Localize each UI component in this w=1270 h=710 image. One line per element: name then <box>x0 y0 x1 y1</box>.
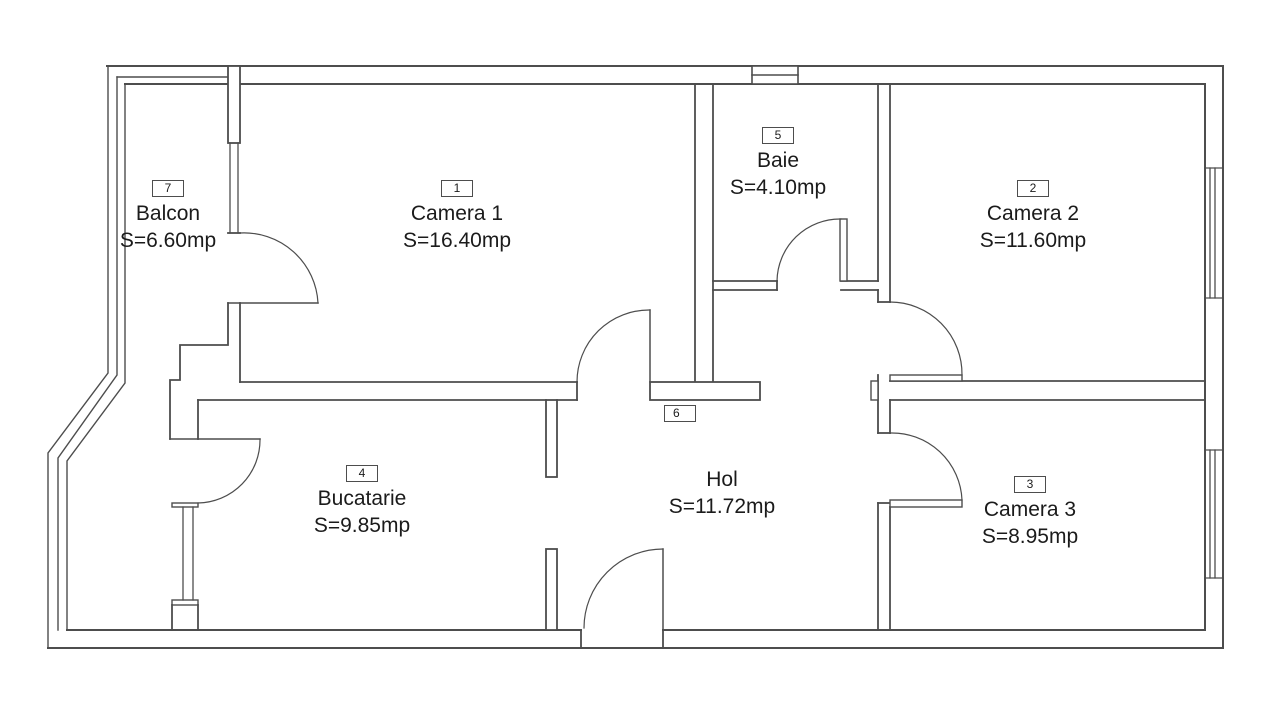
camera2-camera3-wall <box>889 380 1206 401</box>
entrance-door-arc <box>583 548 664 629</box>
outer-walls <box>47 65 1224 649</box>
entrance-door <box>580 548 664 649</box>
room-number-badge: 6 <box>664 405 696 422</box>
bucatarie-door-arc <box>197 438 261 504</box>
camera1-door-arc <box>576 309 651 383</box>
balcony-divider-wall <box>169 65 241 440</box>
camera3-door <box>889 432 963 508</box>
camera2-window <box>1204 167 1224 299</box>
balcony-railing <box>47 65 229 649</box>
hol-right-wall <box>870 83 891 631</box>
bucatarie-hol-wall <box>545 399 558 631</box>
balcony-door-arc <box>239 232 319 304</box>
baie-bottom-wall <box>712 280 879 291</box>
camera3-window <box>1204 449 1224 579</box>
baie-door <box>776 218 848 282</box>
camera3-door-arc <box>889 432 963 501</box>
baie-left-wall <box>649 83 761 401</box>
camera1-door <box>576 309 651 383</box>
vent-shaft <box>751 65 799 85</box>
balcony-door <box>227 232 319 304</box>
baie-door-arc <box>776 218 842 282</box>
camera2-door <box>889 301 963 382</box>
interior-wall-horizontal <box>197 381 578 440</box>
camera2-door-arc <box>889 301 963 376</box>
bucatarie-left-wall <box>169 438 261 631</box>
